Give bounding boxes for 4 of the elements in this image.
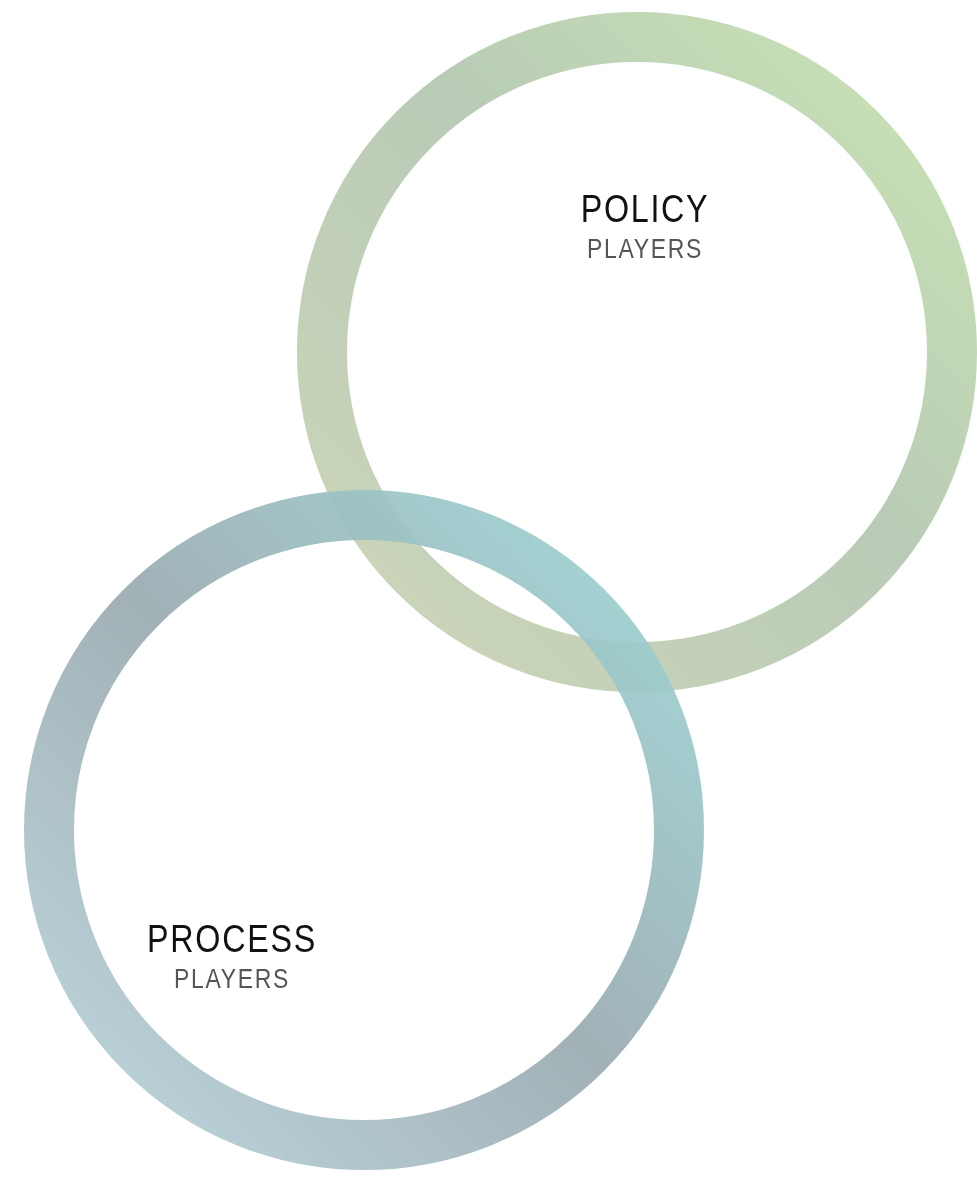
circle-subheading: PLAYERS	[586, 234, 704, 265]
circle-subheading: PLAYERS	[173, 964, 291, 995]
circle-heading: PROCESS	[147, 918, 317, 961]
circle-heading: POLICY	[580, 188, 710, 231]
